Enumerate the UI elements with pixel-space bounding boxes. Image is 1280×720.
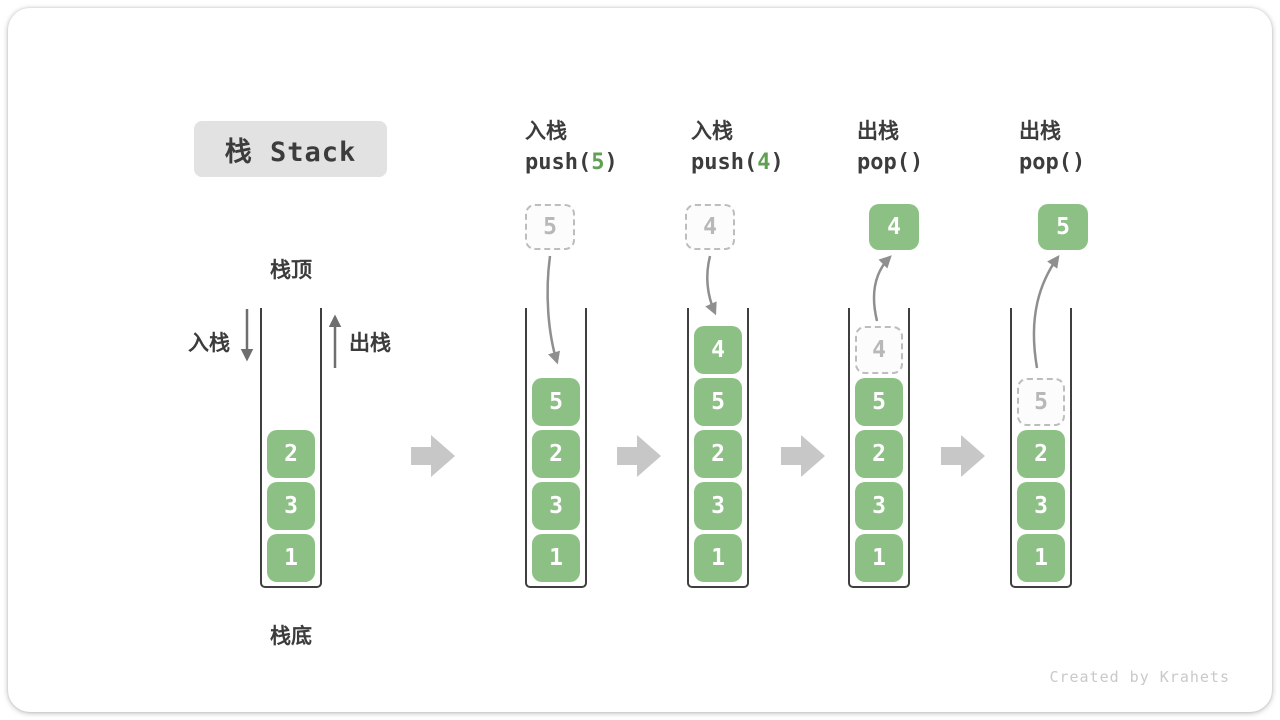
op-label-zh: 出栈 [857, 120, 899, 143]
op-label-zh: 入栈 [525, 120, 567, 143]
stack-item: 3 [694, 482, 742, 530]
stack-item: 1 [532, 534, 580, 582]
stack-item: 2 [694, 430, 742, 478]
title-box: 栈 Stack [194, 121, 387, 177]
stack-bottom-label: 栈底 [270, 625, 312, 648]
op-label-code: push(5) [525, 150, 618, 175]
op-label-zh: 出栈 [1019, 120, 1061, 143]
stack-item: 3 [267, 482, 315, 530]
stack-item: 5 [532, 378, 580, 426]
stack-item: 2 [1017, 430, 1065, 478]
stack-item: 1 [267, 534, 315, 582]
stack-top-label: 栈顶 [270, 259, 312, 282]
arrows-layer [240, 254, 1060, 477]
stack-item: 3 [532, 482, 580, 530]
stack-item: 2 [532, 430, 580, 478]
stack-item: 3 [1017, 482, 1065, 530]
stack-item: 5 [855, 378, 903, 426]
stack-item: 3 [855, 482, 903, 530]
push-flow-arrow-icon [705, 255, 717, 316]
push-side-label: 入栈 [188, 332, 230, 355]
op-label-code: pop() [857, 150, 924, 175]
watermark: Created by Krahets [1049, 668, 1230, 686]
floating-value-box: 4 [869, 204, 919, 250]
floating-value-box: 4 [685, 204, 735, 250]
op-label-code: pop() [1019, 150, 1086, 175]
stack-item-ghost: 4 [855, 326, 903, 374]
op-label-zh: 入栈 [691, 120, 733, 143]
state-transition-arrow-icon [781, 435, 825, 477]
floating-value-box: 5 [1038, 204, 1088, 250]
op-label-code: push(4) [691, 150, 784, 175]
floating-value-box: 5 [525, 204, 575, 250]
state-transition-arrow-icon [941, 435, 985, 477]
stack-item: 1 [1017, 534, 1065, 582]
stack-item-ghost: 5 [1017, 378, 1065, 426]
page-title: 栈 Stack [224, 136, 357, 168]
stack-item: 2 [267, 430, 315, 478]
pop-side-label: 出栈 [349, 332, 391, 355]
stack-item: 5 [694, 378, 742, 426]
stack-item: 4 [694, 326, 742, 374]
stack-item: 2 [855, 430, 903, 478]
state-transition-arrow-icon [617, 435, 661, 477]
stack-item: 1 [694, 534, 742, 582]
stack-item: 1 [855, 534, 903, 582]
state-transition-arrow-icon [411, 435, 455, 477]
